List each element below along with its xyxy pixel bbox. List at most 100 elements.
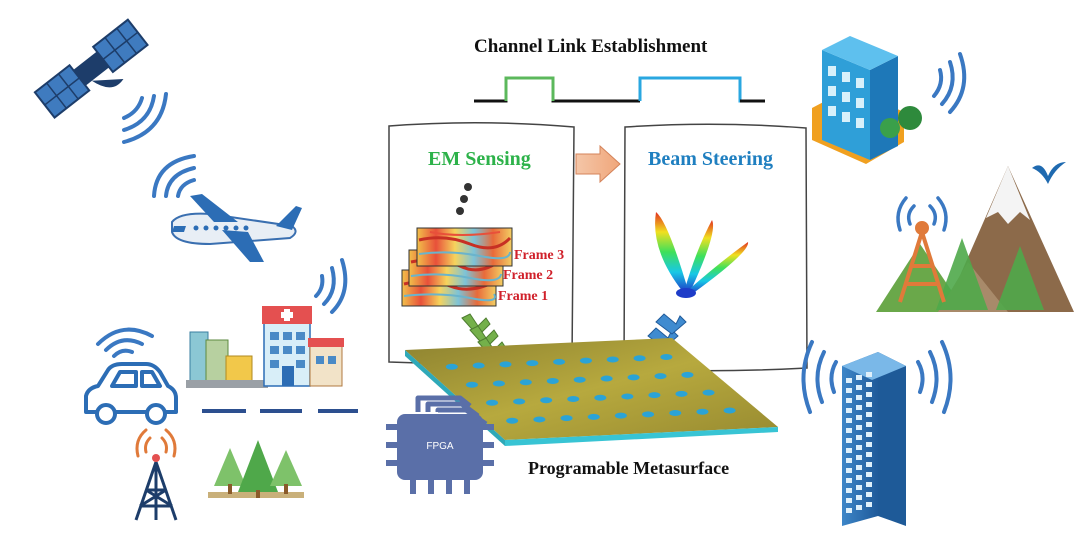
trees-icon	[936, 238, 1044, 310]
unit-cell	[723, 407, 736, 414]
wifi-waves-icon	[896, 196, 948, 232]
wifi-waves-icon	[152, 154, 196, 198]
window	[856, 375, 862, 380]
trees-icon	[208, 440, 304, 498]
city-buildings-icon	[186, 331, 268, 388]
window	[856, 425, 862, 430]
unit-cell	[648, 392, 661, 399]
window	[846, 478, 852, 483]
window	[866, 422, 872, 427]
unit-cell	[533, 416, 546, 423]
unit-cell	[506, 417, 519, 424]
unit-cell	[621, 393, 634, 400]
unit-cell	[492, 380, 505, 387]
unit-cell	[627, 374, 640, 381]
unit-cell	[486, 399, 499, 406]
skyscraper-icon	[842, 352, 906, 526]
ellipsis-dots	[456, 183, 472, 215]
unit-cell	[472, 362, 485, 369]
car-icon	[84, 362, 178, 425]
wifi-waves-icon	[96, 327, 154, 358]
metasurface-label: Programable Metasurface	[528, 458, 730, 478]
beam-pattern-icon	[655, 212, 749, 298]
window	[846, 498, 852, 503]
window	[856, 385, 862, 390]
wifi-waves-icon	[801, 340, 953, 414]
window	[846, 398, 852, 403]
window	[846, 488, 852, 493]
window	[856, 405, 862, 410]
unit-cell	[594, 394, 607, 401]
unit-cell	[614, 412, 627, 419]
window	[856, 445, 862, 450]
beam-steering-title: Beam Steering	[648, 148, 773, 170]
unit-cell	[600, 375, 613, 382]
window	[846, 458, 852, 463]
process-arrow	[575, 144, 621, 184]
window	[856, 415, 862, 420]
unit-cell	[654, 373, 667, 380]
window	[846, 418, 852, 423]
window	[866, 392, 872, 397]
frame-2-label: Frame 2	[503, 268, 554, 283]
window	[846, 438, 852, 443]
unit-cell	[546, 378, 559, 385]
airplane-icon	[171, 194, 302, 262]
unit-cell	[445, 363, 458, 370]
unit-cell	[642, 411, 655, 418]
window	[866, 412, 872, 417]
fpga-label: FPGA	[426, 441, 454, 452]
unit-cell	[560, 415, 573, 422]
frame-1-label: Frame 1	[498, 289, 549, 304]
unit-cell	[633, 355, 646, 362]
wifi-waves-icon	[122, 92, 168, 144]
channel-link-title: Channel Link Establishment	[474, 36, 708, 57]
sensing-frames	[401, 227, 513, 307]
unit-cell	[573, 376, 586, 383]
unit-cell	[669, 410, 682, 417]
window	[856, 455, 862, 460]
fpga-chip-icon	[386, 395, 494, 494]
unit-cell	[681, 371, 694, 378]
window	[866, 452, 872, 457]
window	[856, 435, 862, 440]
hospital-icon	[262, 306, 344, 387]
office-building-icon	[812, 36, 922, 164]
cell-tower-icon	[898, 221, 946, 303]
unit-cell	[696, 408, 709, 415]
channel-signal-waveform	[474, 76, 765, 103]
wifi-waves-icon	[314, 258, 348, 314]
unit-cell	[465, 381, 478, 388]
window	[856, 485, 862, 490]
satellite-icon	[33, 18, 149, 119]
window	[846, 388, 852, 393]
window	[856, 475, 862, 480]
window	[866, 402, 872, 407]
window	[866, 382, 872, 387]
wifi-waves-icon	[135, 428, 177, 458]
unit-cell	[660, 354, 673, 361]
window	[846, 448, 852, 453]
window	[846, 408, 852, 413]
window	[866, 372, 872, 377]
frame-3-image	[416, 227, 513, 267]
window	[866, 492, 872, 497]
em-sensing-title: EM Sensing	[428, 148, 531, 170]
unit-cell	[519, 379, 532, 386]
window	[846, 508, 852, 513]
unit-cell	[553, 358, 566, 365]
window	[846, 428, 852, 433]
window	[846, 468, 852, 473]
frame-3-label: Frame 3	[514, 248, 565, 263]
window	[866, 482, 872, 487]
bird-icon	[1032, 162, 1066, 184]
window	[856, 505, 862, 510]
window	[866, 462, 872, 467]
unit-cell	[540, 397, 553, 404]
window	[856, 465, 862, 470]
cell-tower-icon	[134, 454, 178, 521]
window	[866, 502, 872, 507]
wifi-waves-icon	[932, 52, 967, 114]
unit-cell	[579, 357, 592, 364]
